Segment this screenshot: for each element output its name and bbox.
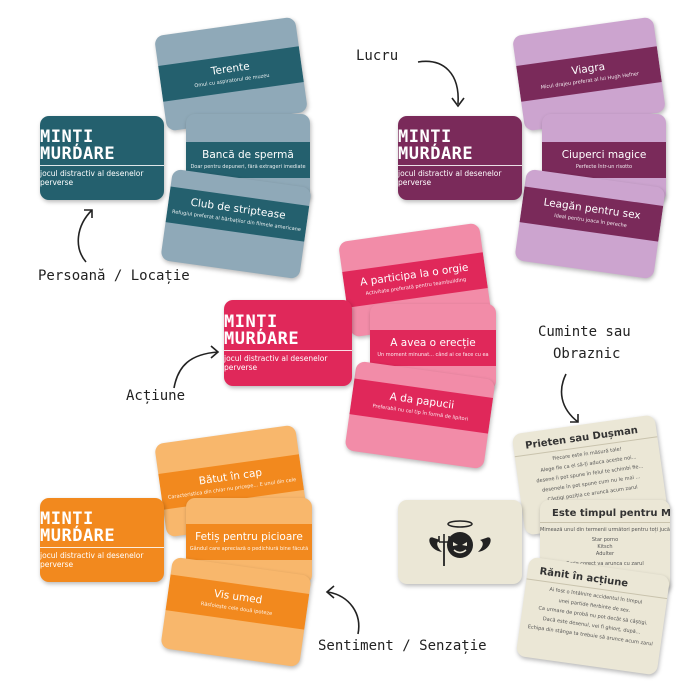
- pink-card-erectie[interactable]: A avea o erecție Un moment minunat... câ…: [370, 304, 496, 390]
- teal-cover-card[interactable]: MINȚI MURDARE jocul distractiv al desene…: [40, 116, 164, 200]
- card-title: A avea o erecție: [390, 336, 476, 349]
- label-sentiment-senzatie: Sentiment / Senzație: [318, 638, 487, 654]
- arrow-to-cream-cards: [560, 373, 579, 423]
- orange-card-vis-umed[interactable]: Vis umed Răsfoiește cele două ipoteze: [160, 556, 312, 668]
- pink-cover-card[interactable]: MINȚI MURDARE jocul distractiv al desene…: [224, 300, 352, 386]
- card-line: Mimează unul din termenii următori pentr…: [540, 527, 670, 533]
- logo-text: MINȚI MURDARE: [40, 129, 164, 166]
- card-line: Adulter: [595, 551, 615, 557]
- label-actiune: Acțiune: [126, 388, 186, 404]
- card-subtitle: Doar pentru depuneri, fără extrageri ime…: [190, 164, 306, 171]
- logo-text: MINȚI MURDARE: [40, 511, 164, 548]
- card-line: Kitsch: [597, 544, 613, 550]
- tagline: jocul distractiv al desenelor perverse: [398, 169, 502, 187]
- tagline: jocul distractiv al desenelor perverse: [224, 354, 328, 372]
- card-title: Fetiș pentru picioare: [195, 530, 303, 543]
- orange-cover-card[interactable]: MINȚI MURDARE jocul distractiv al desene…: [40, 498, 164, 582]
- card-subtitle: Gândul care apreciază o pedichiură bine …: [189, 546, 309, 553]
- arrow-to-plum-cover: [417, 60, 465, 108]
- devil-angel-icon: [429, 520, 491, 566]
- card-line: Scrie corect va arunca cu zarul: [566, 561, 644, 567]
- label-persoana-locatie: Persoană / Locație: [38, 268, 190, 284]
- arrow-to-teal-cover: [77, 209, 93, 263]
- arrow-to-orange-cards: [325, 585, 360, 635]
- card-title: Viagra: [570, 60, 606, 78]
- label-lucru: Lucru: [356, 48, 399, 64]
- cream-cover-card[interactable]: [398, 500, 522, 584]
- arrow-to-pink-cover: [173, 345, 220, 389]
- plum-card-leagan-pentru-sex[interactable]: Leagăn pentru sex Ideal pentru joaca în …: [514, 168, 666, 280]
- logo-text: MINȚI MURDARE: [224, 314, 352, 351]
- logo-text: MINȚI MURDARE: [398, 129, 522, 166]
- plum-cover-card[interactable]: MINȚI MURDARE jocul distractiv al desene…: [398, 116, 522, 200]
- tagline: jocul distractiv al desenelor perverse: [40, 169, 144, 187]
- tagline: jocul distractiv al desenelor perverse: [40, 551, 144, 569]
- card-subtitle: Perfecte într-un risotto: [575, 164, 633, 171]
- label-obraznic: Obraznic: [553, 346, 621, 362]
- teal-card-club-de-striptease[interactable]: Club de striptease Refugiul preferat al …: [160, 168, 312, 280]
- card-line: Star porno: [591, 537, 619, 543]
- card-title: Bancă de spermă: [202, 148, 294, 161]
- pink-card-a-da-papucii[interactable]: A da papucii Preferabil nu cel tip în fo…: [344, 360, 496, 470]
- card-subtitle: Un moment minunat... când ai ce face cu …: [377, 352, 489, 359]
- cream-card-ranit-in-actiune[interactable]: Rănit în acțiune Ai fost o întâlnire acc…: [515, 556, 671, 676]
- card-title: Este timpul pentru Mimă: [540, 500, 670, 523]
- label-cuminte-sau: Cuminte sau: [538, 324, 631, 340]
- card-subtitle: Omul cu aspiratorul de muzeu: [194, 72, 270, 90]
- card-title: Ciuperci magice: [561, 148, 647, 161]
